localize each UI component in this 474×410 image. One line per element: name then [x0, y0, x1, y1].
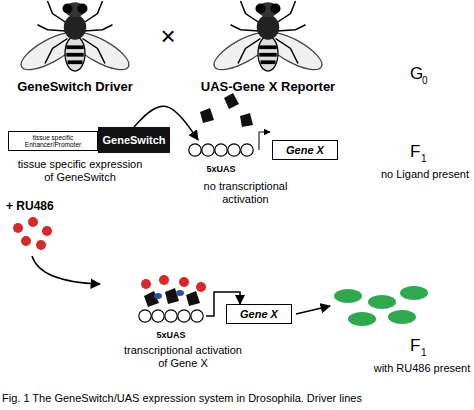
uas-site — [152, 310, 164, 322]
note-label: no transcriptional activation — [188, 180, 303, 205]
product-oval — [348, 312, 376, 326]
protein-shape — [165, 288, 179, 304]
figure-caption: Fig. 1 The GeneSwitch/UAS expression sys… — [2, 392, 474, 405]
generation-subscript: 1 — [421, 153, 433, 165]
ligand-dot — [42, 226, 52, 236]
gene-product — [334, 286, 428, 326]
ru486-ligand — [13, 217, 52, 250]
product-oval — [334, 289, 362, 303]
uas-site — [165, 310, 177, 322]
uas-site — [228, 144, 240, 156]
protein-domain — [176, 290, 184, 296]
ligand-dot — [13, 223, 23, 233]
bound-complex — [141, 275, 206, 307]
gene-box: Gene X — [272, 140, 338, 160]
protein-shape — [200, 108, 214, 123]
protein-domain — [154, 293, 162, 299]
note-label: tissue specific expression of GeneSwitch — [15, 158, 145, 183]
node-text: 5xUAS — [206, 164, 235, 174]
generation-subscript: 0 — [422, 75, 434, 87]
generation-subscript: 1 — [421, 347, 433, 359]
expression-arrow — [296, 306, 330, 314]
ligand-arrow — [32, 256, 100, 284]
fly-drawing — [209, 1, 327, 77]
note-label: transcriptional activation of Gene X — [118, 344, 248, 369]
uas-sites: 5xUAS — [136, 306, 206, 340]
uas-site — [178, 310, 190, 322]
driver-box: GeneSwitch — [98, 127, 170, 153]
geneswitch-protein — [200, 93, 253, 127]
uas-site — [191, 310, 203, 322]
product-oval — [400, 286, 428, 300]
ligand-dot — [21, 236, 31, 246]
ligand-dot — [28, 217, 38, 227]
cross-symbol: × — [150, 22, 186, 52]
node-text: tissue specific Enhancer/Promoter — [10, 134, 96, 148]
node-text: Gene X — [286, 144, 324, 156]
ligand-dot — [179, 277, 189, 287]
node-text: GeneSwitch — [103, 134, 166, 146]
ligand-dot — [159, 275, 169, 285]
condition-label: with RU486 present — [372, 362, 472, 375]
uas-sites: 5xUAS — [186, 140, 256, 174]
gene-box: Gene X — [226, 304, 292, 324]
node-text: 5xUAS — [156, 330, 185, 340]
fly-label: UAS-Gene X Reporter — [193, 80, 343, 95]
fly-label: GeneSwitch Driver — [5, 80, 145, 95]
uas-site — [202, 144, 214, 156]
condition-label: no Ligand present — [378, 168, 472, 181]
uas-site — [189, 144, 201, 156]
uas-site — [241, 144, 253, 156]
ligand-dot — [36, 240, 46, 250]
product-oval — [368, 295, 396, 309]
ligand-label: + RU486 — [6, 200, 76, 214]
node-text: Gene X — [240, 308, 278, 320]
uas-site — [139, 310, 151, 322]
connector-arrow — [134, 106, 198, 140]
promoter-box: tissue specific Enhancer/Promoter — [8, 131, 98, 151]
fly-drawing — [16, 1, 134, 77]
ligand-dot — [196, 282, 206, 292]
protein-shape — [240, 113, 253, 127]
uas-site — [215, 144, 227, 156]
protein-shape — [224, 93, 239, 109]
connector-arrow — [206, 292, 240, 316]
ligand-dot — [141, 279, 151, 289]
protein-shape — [186, 291, 200, 306]
product-oval — [388, 310, 416, 324]
promoter-arrow — [259, 132, 270, 150]
